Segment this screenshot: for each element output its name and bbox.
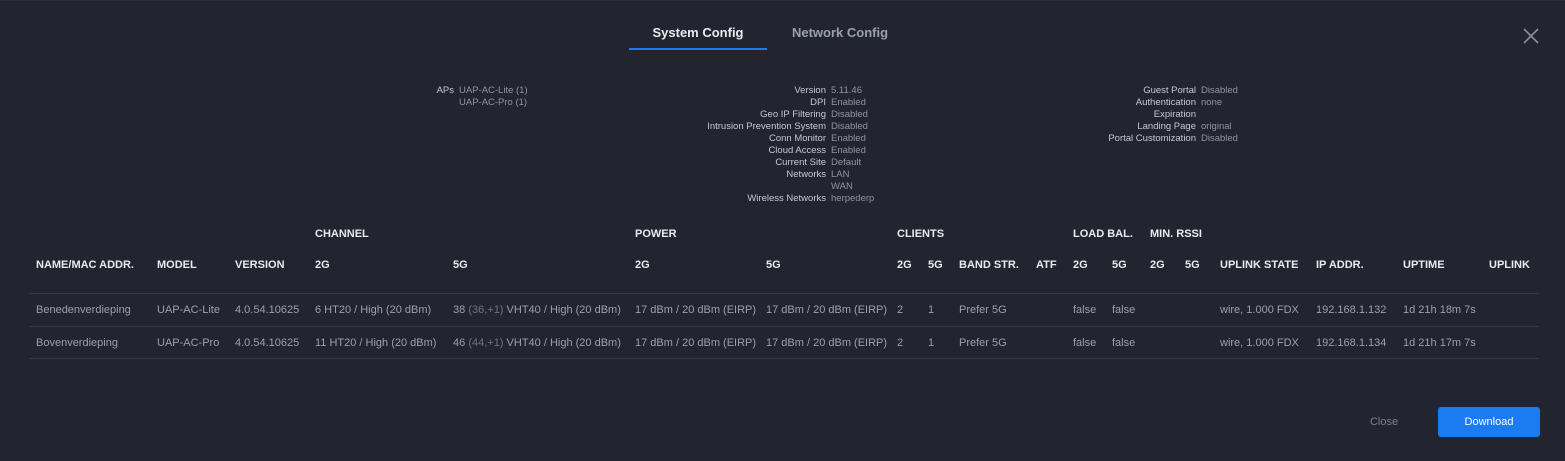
info-value: WAN xyxy=(831,181,853,192)
info-key: Expiration xyxy=(1153,109,1196,120)
info-key: DPI xyxy=(810,97,826,108)
info-value: Enabled xyxy=(831,145,866,156)
info-key: Cloud Access xyxy=(768,145,826,156)
channel-2g: 6 HT20 / High (20 dBm) xyxy=(315,304,432,316)
column-header-ip-addr[interactable]: IP ADDR. xyxy=(1316,259,1364,271)
aps-value: UAP-AC-Pro (1) xyxy=(459,97,528,108)
info-key: Wireless Networks xyxy=(747,193,826,204)
close-icon[interactable] xyxy=(1522,27,1540,45)
info-value: LAN xyxy=(831,169,850,180)
info-value: Default xyxy=(831,157,862,168)
info-key: Conn Monitor xyxy=(768,133,826,144)
column-header-load-bal-5g[interactable]: 5G xyxy=(1112,259,1127,271)
load-bal-2g: false xyxy=(1073,337,1097,349)
info-value: none xyxy=(1201,97,1223,108)
column-header-clients-2g[interactable]: 2G xyxy=(897,259,912,271)
close-button[interactable]: Close xyxy=(1369,416,1399,428)
group-header-power: POWER xyxy=(635,228,677,240)
device-name: Bovenverdieping xyxy=(36,337,118,349)
uptime: 1d 21h 18m 7s xyxy=(1403,304,1476,316)
info-key: Landing Page xyxy=(1137,121,1196,132)
aps-summary: APs UAP-AC-Lite (1) UAP-AC-Pro (1) xyxy=(380,85,528,109)
info-key xyxy=(676,181,826,193)
tab-network-config[interactable]: Network Config xyxy=(791,25,889,40)
aps-label: APs xyxy=(436,85,454,96)
group-header-load-bal: LOAD BAL. xyxy=(1073,228,1133,240)
uptime: 1d 21h 17m 7s xyxy=(1403,337,1476,349)
clients-2g: 2 xyxy=(897,304,904,316)
info-value: Enabled xyxy=(831,97,866,108)
info-key: Current Site xyxy=(775,157,826,168)
info-key: Intrusion Prevention System xyxy=(707,121,826,132)
info-value: Enabled xyxy=(831,133,866,144)
device-version: 4.0.54.10625 xyxy=(235,337,300,349)
info-value: Disabled xyxy=(1201,133,1238,144)
column-header-load-bal-2g[interactable]: 2G xyxy=(1073,259,1088,271)
column-header-clients-5g[interactable]: 5G xyxy=(928,259,943,271)
power-5g: 17 dBm / 20 dBm (EIRP) xyxy=(766,337,888,349)
device-model: UAP-AC-Lite xyxy=(157,304,220,316)
tab-system-config[interactable]: System Config xyxy=(629,15,767,50)
load-bal-5g: false xyxy=(1112,337,1136,349)
info-value: Disabled xyxy=(831,109,868,120)
load-bal-5g: false xyxy=(1112,304,1136,316)
channel-5g: 38 (36,+1) VHT40 / High (20 dBm) xyxy=(453,304,621,316)
info-value: 5.11.46 xyxy=(831,85,862,96)
info-value: herpederp xyxy=(831,193,875,204)
channel-2g: 11 HT20 / High (20 dBm) xyxy=(315,337,437,349)
column-header-rssi-5g[interactable]: 5G xyxy=(1185,259,1200,271)
column-header-channel-2g[interactable]: 2G xyxy=(315,259,330,271)
info-key: Guest Portal xyxy=(1143,85,1196,96)
column-header-model[interactable]: MODEL xyxy=(157,259,197,271)
info-key: Portal Customization xyxy=(1108,133,1196,144)
band-steering: Prefer 5G xyxy=(959,337,1007,349)
info-value: Disabled xyxy=(831,121,868,132)
table-row[interactable]: Bovenverdieping UAP-AC-Pro 4.0.54.10625 … xyxy=(29,326,1539,359)
column-header-uplink-state[interactable]: UPLINK STATE xyxy=(1220,259,1299,271)
column-header-version[interactable]: VERSION xyxy=(235,259,285,271)
group-header-clients: CLIENTS xyxy=(897,228,945,240)
info-key: Version xyxy=(794,85,826,96)
uplink-state: wire, 1.000 FDX xyxy=(1220,337,1299,349)
device-model: UAP-AC-Pro xyxy=(157,337,220,349)
download-button[interactable]: Download xyxy=(1438,407,1540,437)
uplink-state: wire, 1.000 FDX xyxy=(1220,304,1299,316)
column-header-power-2g[interactable]: 2G xyxy=(635,259,650,271)
column-header-atf[interactable]: ATF xyxy=(1036,259,1057,271)
info-value: Disabled xyxy=(1201,85,1238,96)
ip-address: 192.168.1.132 xyxy=(1316,304,1387,316)
power-2g: 17 dBm / 20 dBm (EIRP) xyxy=(635,304,757,316)
clients-2g: 2 xyxy=(897,337,904,349)
column-header-rssi-2g[interactable]: 2G xyxy=(1150,259,1165,271)
group-header-min-rssi: MIN. RSSI xyxy=(1150,228,1202,240)
clients-5g: 1 xyxy=(928,304,935,316)
ip-address: 192.168.1.134 xyxy=(1316,337,1387,349)
column-header-power-5g[interactable]: 5G xyxy=(766,259,781,271)
column-header-channel-5g[interactable]: 5G xyxy=(453,259,468,271)
device-name: Benedenverdieping xyxy=(36,304,131,316)
power-5g: 17 dBm / 20 dBm (EIRP) xyxy=(766,304,888,316)
group-header-channel: CHANNEL xyxy=(315,228,369,240)
info-value: original xyxy=(1201,121,1232,132)
table-row[interactable]: Benedenverdieping UAP-AC-Lite 4.0.54.106… xyxy=(29,293,1539,326)
clients-5g: 1 xyxy=(928,337,935,349)
info-key: Geo IP Filtering xyxy=(760,109,826,120)
column-header-band-str[interactable]: BAND STR. xyxy=(959,259,1019,271)
channel-5g: 46 (44,+1) VHT40 / High (20 dBm) xyxy=(453,337,621,349)
column-header-name[interactable]: NAME/MAC ADDR. xyxy=(36,259,134,271)
device-version: 4.0.54.10625 xyxy=(235,304,300,316)
column-header-uplink[interactable]: UPLINK xyxy=(1489,259,1530,271)
info-value xyxy=(1196,109,1201,121)
aps-value: UAP-AC-Lite (1) xyxy=(459,85,528,96)
power-2g: 17 dBm / 20 dBm (EIRP) xyxy=(635,337,757,349)
load-bal-2g: false xyxy=(1073,304,1097,316)
info-key: Networks xyxy=(786,169,826,180)
tab-bar: System Config Network Config xyxy=(629,15,913,50)
column-header-uptime[interactable]: UPTIME xyxy=(1403,259,1445,271)
band-steering: Prefer 5G xyxy=(959,304,1007,316)
info-key: Authentication xyxy=(1135,97,1196,108)
system-summary: Version 5.11.46 DPI Enabled Geo IP Filteri… xyxy=(676,85,874,205)
